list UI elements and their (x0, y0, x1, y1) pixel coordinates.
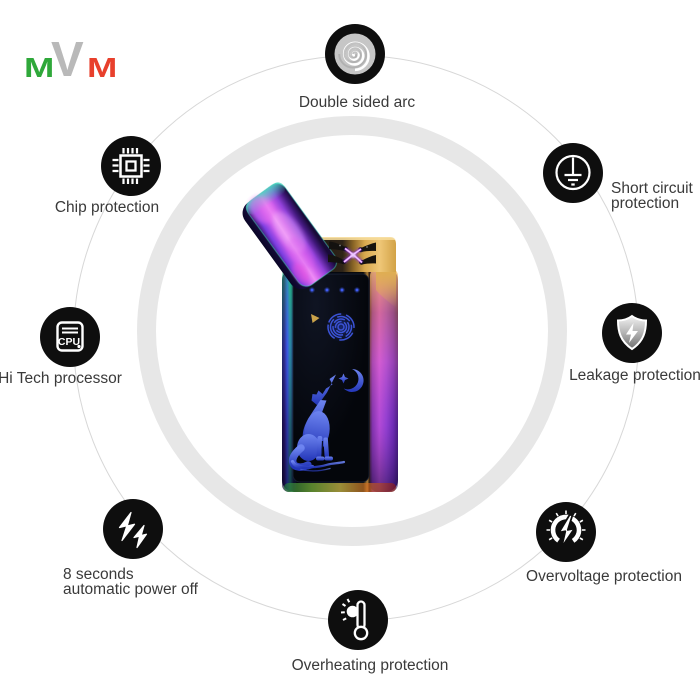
feature-label-hi-tech-processor: Hi Tech processor (0, 370, 122, 387)
chip-protection-badge (101, 136, 161, 196)
brand-logo: V M M (24, 33, 134, 88)
leakage-protection-badge (602, 303, 662, 363)
hi-tech-processor-badge: CPU (40, 307, 100, 367)
led-indicators (309, 287, 360, 293)
feature-label-overheating: Overheating protection (291, 657, 449, 674)
shield-lightning-icon (616, 314, 648, 351)
fingerprint-icon (326, 312, 356, 342)
hinge (311, 314, 320, 323)
svg-text:CPU: CPU (58, 336, 80, 348)
lighter-lid (242, 182, 338, 290)
spiral-arc-icon (334, 33, 376, 75)
chip-icon (112, 148, 150, 184)
star (338, 373, 349, 384)
logo-letter-m2: M (87, 52, 118, 83)
crescent-moon (343, 368, 364, 392)
feature-label-double-sided-arc: Double sided arc (298, 94, 416, 111)
feature-label-leakage-protection: Leakage protection (569, 367, 700, 384)
logo-letter-m1: M (24, 52, 55, 83)
auto-power-off-badge (103, 499, 163, 559)
overvoltage-badge (536, 502, 596, 562)
short-circuit-badge (543, 143, 603, 203)
howling-wolf-graphic (288, 368, 364, 472)
cpu-icon: CPU (56, 321, 84, 352)
double-lightning-icon (118, 511, 148, 549)
ground-terminal-icon (555, 154, 591, 191)
feature-label-overvoltage: Overvoltage protection (526, 568, 682, 585)
double-sided-arc-badge (325, 24, 385, 84)
feature-label-chip-protection: Chip protection (54, 199, 160, 216)
logo-letter-v: V (51, 33, 84, 88)
arc-lighter-image (242, 182, 398, 492)
gauge-lightning-icon (546, 510, 586, 549)
electrodes (328, 241, 376, 265)
touch-panel (288, 273, 370, 483)
plasma-arc (342, 246, 364, 265)
thermometer-sun-icon (340, 598, 369, 641)
overheating-badge (328, 590, 388, 650)
